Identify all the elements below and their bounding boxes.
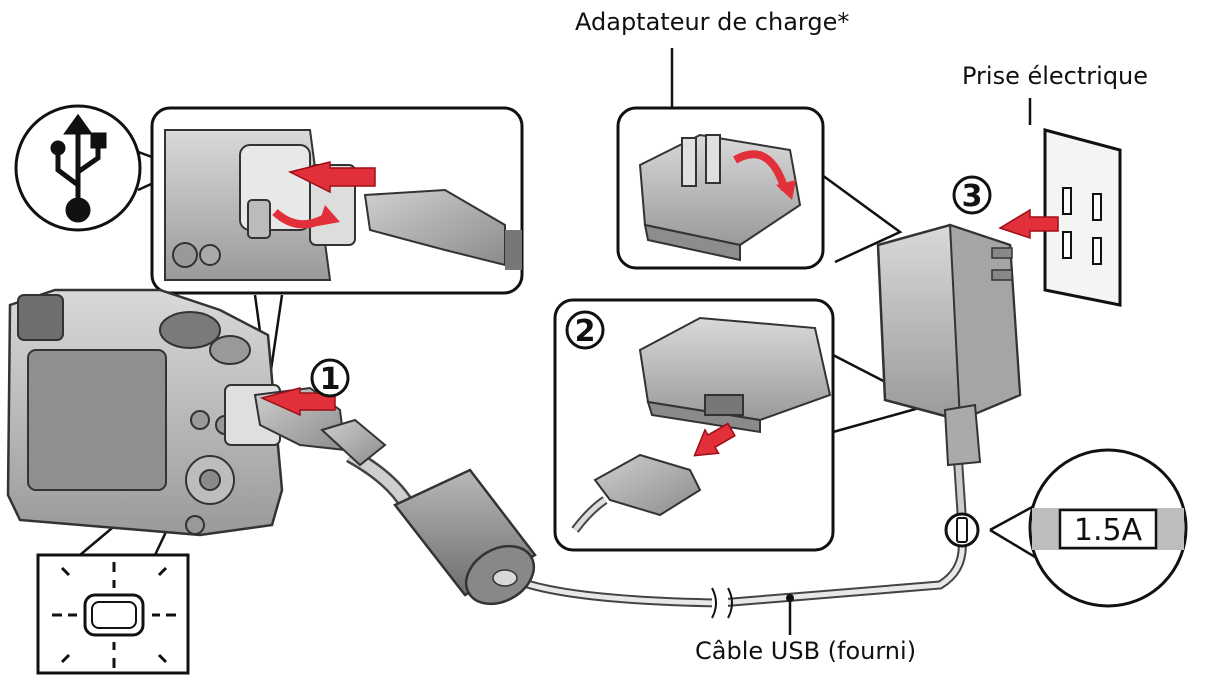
camera-body [8, 290, 345, 535]
adapter-detail-box [618, 108, 823, 268]
step-1-number: 1 [320, 362, 341, 397]
usb-icon [16, 106, 140, 230]
led-detail-box [38, 555, 188, 673]
cable-label: Câble USB (fourni) [695, 637, 916, 665]
cable-marking [946, 514, 978, 546]
port-detail-box [152, 108, 522, 293]
ferrite-core [395, 470, 544, 616]
charging-adapter [878, 225, 1020, 465]
step-2-number: 2 [575, 314, 596, 349]
cable-rating-text: 1.5A [1074, 513, 1143, 548]
adapter-label: Adaptateur de charge* [575, 8, 849, 36]
outlet-label: Prise électrique [962, 62, 1148, 90]
step-3-number: 3 [962, 179, 983, 214]
